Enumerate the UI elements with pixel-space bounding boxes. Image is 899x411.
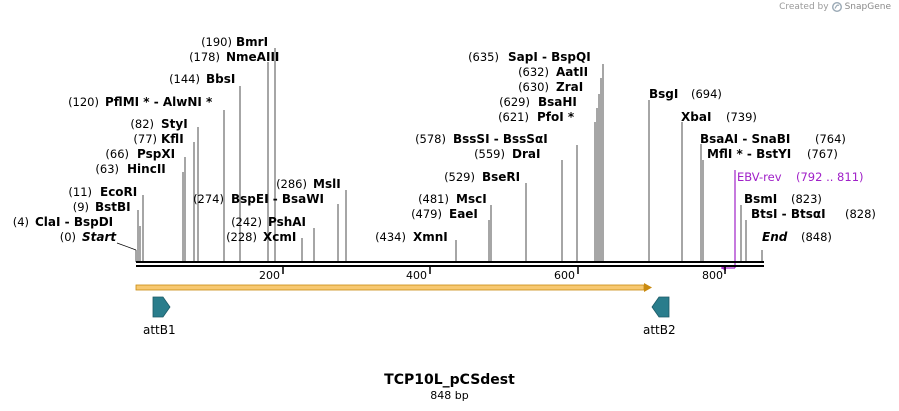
- enzyme-pos: (764): [815, 132, 846, 146]
- scale-tick-600: 600: [554, 269, 575, 282]
- start-pos: (0): [60, 230, 76, 244]
- enzyme-name: PspXI: [137, 147, 175, 161]
- enzyme-pos: (190): [201, 35, 232, 49]
- enzyme-name: BssSI - BssSαI: [453, 132, 548, 146]
- enzyme-name: ClaI - BspDI: [35, 215, 113, 229]
- enzyme-pos: (635): [468, 50, 499, 64]
- scale-tick-800: 800: [702, 269, 723, 282]
- enzyme-name: EcoRI: [100, 185, 137, 199]
- enzyme-name: MflI * - BstYI: [707, 147, 791, 161]
- enzyme-name: ZraI: [556, 80, 583, 94]
- enzyme-pos: (242): [231, 215, 262, 229]
- enzyme-name: BsaHI: [538, 95, 577, 109]
- enzyme-name: BstBI: [95, 200, 131, 214]
- scale-tick-200: 200: [259, 269, 280, 282]
- enzyme-pos: (4): [13, 215, 29, 229]
- map-length: 848 bp: [430, 389, 469, 402]
- enzyme-pos: (434): [375, 230, 406, 244]
- enzyme-name: SapI - BspQI: [508, 50, 591, 64]
- created-by-text: Created by: [779, 2, 829, 12]
- enzyme-name: StyI: [161, 117, 188, 131]
- enzyme-pos: (82): [130, 117, 154, 131]
- map-title: TCP10L_pCSdest: [384, 372, 515, 388]
- enzyme-name: PflMI * - AlwNI *: [105, 95, 213, 109]
- snapgene-logo-icon: [831, 2, 842, 12]
- enzyme-pos: (739): [726, 110, 757, 124]
- enzyme-name: HincII: [127, 162, 166, 176]
- enzyme-pos: (621): [498, 110, 529, 124]
- primer-range: (792 .. 811): [796, 170, 864, 184]
- enzyme-name: AatII: [556, 65, 588, 79]
- enzyme-pos: (274): [193, 192, 224, 206]
- snapgene-brand: SnapGene: [844, 2, 891, 12]
- enzyme-pos: (481): [418, 192, 449, 206]
- enzyme-name: BsgI: [649, 87, 678, 101]
- cut-site-lines: [116, 48, 763, 262]
- end-pos: (848): [801, 230, 832, 244]
- primer-name: EBV-rev: [737, 170, 782, 184]
- enzyme-pos: (629): [499, 95, 530, 109]
- enzyme-pos: (479): [411, 207, 442, 221]
- enzyme-pos: (178): [189, 50, 220, 64]
- enzyme-name: BmrI: [236, 35, 268, 49]
- enzyme-name: BspEI - BsaWI: [231, 192, 324, 206]
- enzyme-pos: (120): [68, 95, 99, 109]
- enzyme-name: BtsI - BtsαI: [751, 207, 826, 221]
- enzyme-pos: (228): [226, 230, 257, 244]
- enzyme-name: BseRI: [482, 170, 520, 184]
- enzyme-name: NmeAIII: [226, 50, 279, 64]
- enzyme-pos: (632): [518, 65, 549, 79]
- enzyme-pos: (66): [105, 147, 129, 161]
- enzyme-name: MslI: [313, 177, 341, 191]
- sequence-backbone: [136, 261, 764, 274]
- enzyme-name: KflI: [161, 132, 184, 146]
- attb1-feature-arrow: [152, 296, 171, 318]
- enzyme-name: XmnI: [413, 230, 448, 244]
- enzyme-name: DraI: [512, 147, 540, 161]
- left-enzyme-labels: (190) BmrI (178) NmeAIII (144) BbsI (120…: [13, 35, 280, 244]
- start-label: Start: [82, 230, 117, 244]
- enzyme-pos: (63): [95, 162, 119, 176]
- enzyme-pos: (559): [474, 147, 505, 161]
- orf-arrow: [135, 283, 652, 292]
- enzyme-pos: (529): [444, 170, 475, 184]
- enzyme-name: PshAI: [268, 215, 306, 229]
- enzyme-pos: (630): [518, 80, 549, 94]
- enzyme-pos: (823): [791, 192, 822, 206]
- enzyme-pos: (694): [691, 87, 722, 101]
- enzyme-name: BsaAI - SnaBI: [700, 132, 790, 146]
- enzyme-pos: (828): [845, 207, 876, 221]
- enzyme-pos: (578): [415, 132, 446, 146]
- enzyme-name: XbaI: [681, 110, 711, 124]
- end-label: End: [762, 230, 788, 244]
- right-enzyme-labels: BsgI (694) XbaI (739) BsaAI - SnaBI (764…: [649, 87, 876, 244]
- middle-enzyme-labels: (286) MslI (274) BspEI - BsaWI (242) Psh…: [193, 177, 448, 244]
- enzyme-pos: (144): [169, 72, 200, 86]
- primer-ebv-rev-marker: [721, 170, 736, 271]
- enzyme-pos: (77): [133, 132, 157, 146]
- enzyme-name: EaeI: [449, 207, 478, 221]
- right-middle-enzyme-labels: (635) SapI - BspQI (632) AatII (630) Zra…: [411, 50, 591, 221]
- enzyme-pos: (286): [276, 177, 307, 191]
- attb2-feature-arrow: [651, 296, 670, 318]
- created-by-credit: Created by SnapGene: [779, 2, 891, 12]
- enzyme-name: MscI: [456, 192, 487, 206]
- enzyme-name: PfoI *: [537, 110, 575, 124]
- scale-tick-400: 400: [406, 269, 427, 282]
- enzyme-name: BbsI: [206, 72, 235, 86]
- attb1-label: attB1: [143, 323, 176, 337]
- enzyme-pos: (11): [68, 185, 92, 199]
- enzyme-pos: (9): [73, 200, 89, 214]
- enzyme-name: BsmI: [744, 192, 777, 206]
- enzyme-pos: (767): [807, 147, 838, 161]
- attb2-label: attB2: [643, 323, 676, 337]
- enzyme-name: XcmI: [263, 230, 296, 244]
